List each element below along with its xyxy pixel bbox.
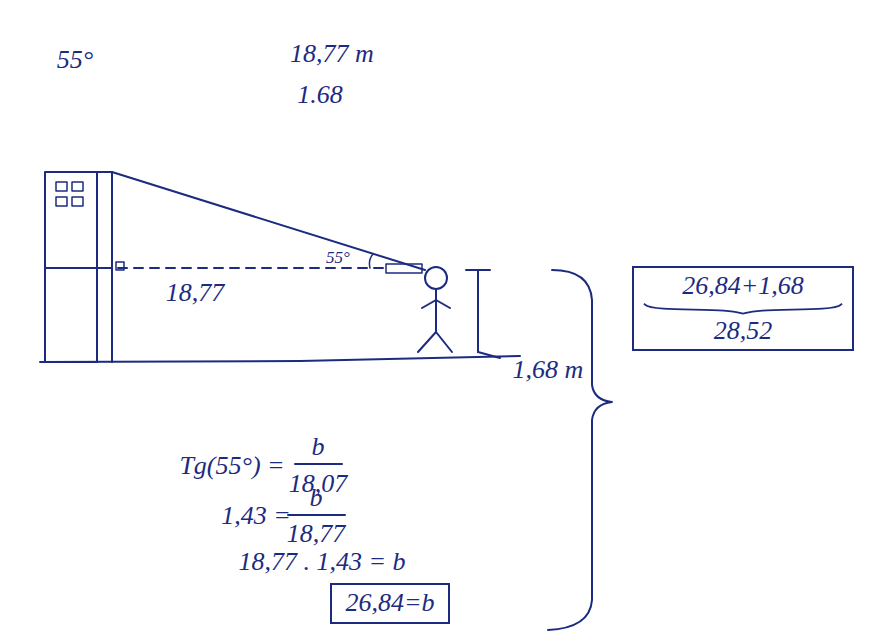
label: 1,68 m <box>513 356 584 385</box>
person-legs <box>418 332 452 352</box>
window <box>72 182 83 191</box>
height-leader <box>478 352 500 358</box>
box-text: 26,84=b <box>342 589 438 618</box>
label: 18,77 <box>287 520 346 549</box>
person-head <box>425 267 447 289</box>
brace <box>548 270 612 630</box>
clinometer <box>386 264 422 273</box>
box-text: 28,52 <box>644 317 842 346</box>
result-box: 26,84+1,68 28,52 <box>632 266 854 351</box>
building-floor <box>45 267 112 269</box>
person-arms <box>422 300 450 308</box>
fraction-bar <box>295 463 342 465</box>
ground-line <box>40 356 520 362</box>
underbrace-path <box>644 304 842 314</box>
label: 55° <box>326 249 350 268</box>
fraction-bar <box>288 514 345 516</box>
label: b <box>312 433 325 462</box>
sight-line <box>112 172 425 270</box>
height-line <box>477 270 479 352</box>
box-text: 26,84+1,68 <box>644 272 842 301</box>
height-tick <box>466 269 490 271</box>
answer-box: 26,84=b <box>330 583 450 624</box>
label: Tg(55°) = <box>179 452 284 481</box>
label: 18,77 . 1,43 = b <box>238 548 405 577</box>
window <box>72 197 83 206</box>
window <box>56 197 67 206</box>
label: 1.68 <box>297 81 343 110</box>
angle-arc <box>369 254 373 268</box>
label: b <box>310 484 323 513</box>
label: 18,77 <box>166 279 225 308</box>
window <box>56 182 67 191</box>
label: 1,43 = <box>221 502 291 531</box>
right-angle-mark <box>116 262 124 270</box>
label: 18,77 m <box>290 40 374 69</box>
label: 55° <box>57 46 93 75</box>
building-roof <box>97 171 112 173</box>
person-body <box>435 289 437 332</box>
horizontal-dashed <box>118 267 385 269</box>
